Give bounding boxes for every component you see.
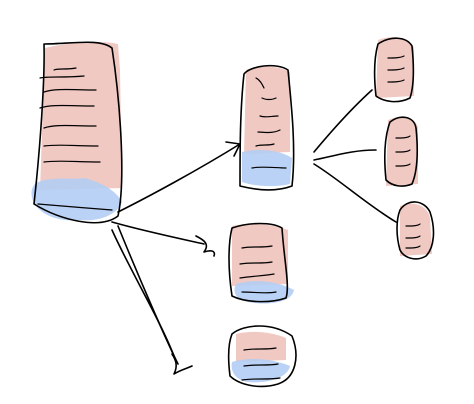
edge-mid-top-right-3 bbox=[313, 163, 397, 223]
edge-mid-top-right-2 bbox=[313, 149, 377, 161]
edge-root-mid-bottom-1 bbox=[111, 221, 205, 245]
node-mid-bottom-1 bbox=[228, 222, 294, 304]
node-mid-bottom-2 bbox=[227, 325, 297, 388]
edge-root-mid-top bbox=[117, 143, 241, 213]
node-right-3 bbox=[396, 201, 435, 260]
node-root bbox=[31, 41, 123, 224]
edge-mid-top-right-1 bbox=[313, 89, 373, 153]
node-right-1 bbox=[373, 37, 415, 103]
edges bbox=[111, 89, 397, 375]
node-mid-top bbox=[239, 64, 295, 191]
node-right-2 bbox=[384, 116, 418, 187]
